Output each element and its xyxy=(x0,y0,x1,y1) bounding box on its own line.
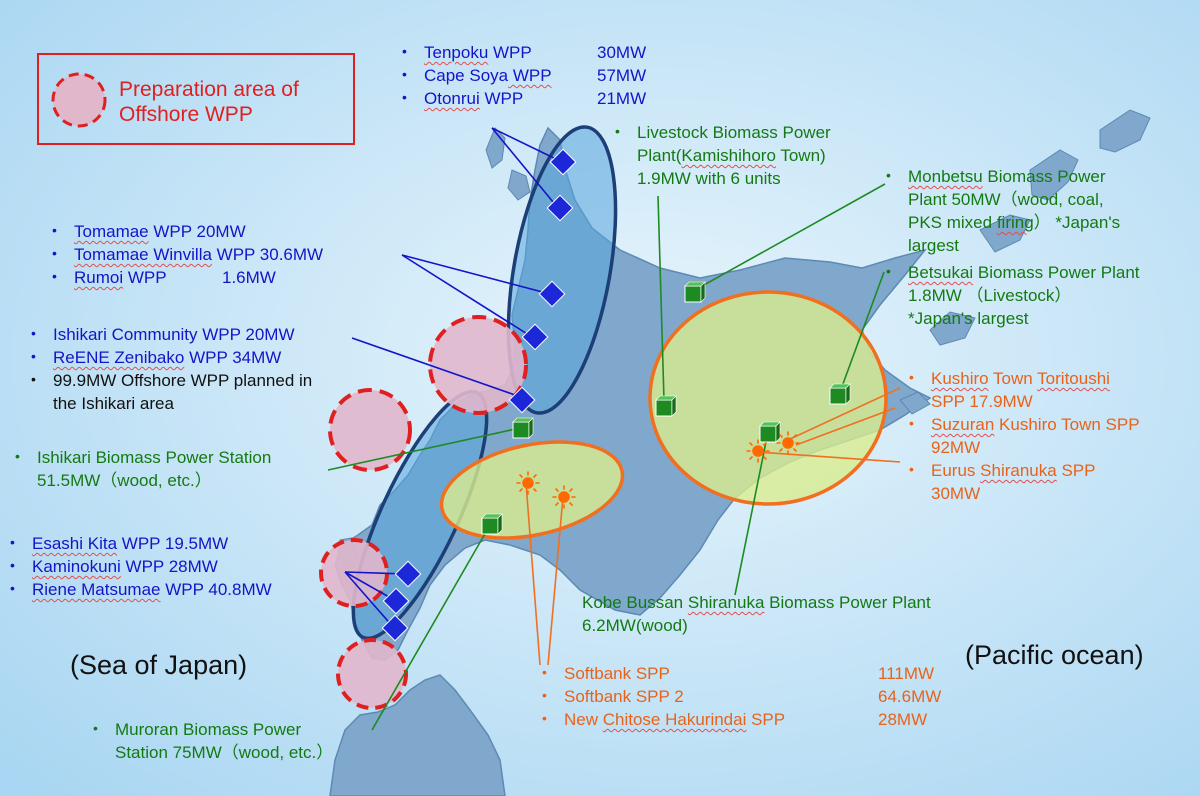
offshore-area-rumoi xyxy=(428,315,528,415)
spp-connectors xyxy=(525,387,901,666)
wpp-connectors xyxy=(344,127,559,629)
biomass-marker-ishikari xyxy=(512,417,534,439)
wpp-marker-tenpoku xyxy=(549,148,577,176)
spp-markers xyxy=(516,431,800,509)
list-item: •Tomamae WPP 20MW xyxy=(52,222,246,241)
wpp-marker-matsumae xyxy=(381,614,409,642)
kuril-island-3 xyxy=(979,214,1031,253)
kuril-island-1 xyxy=(1029,149,1079,201)
kuril-island-5 xyxy=(899,391,931,415)
legend-text: Preparation area of Offshore WPP xyxy=(119,77,349,127)
list-item: •Kaminokuni WPP 28MW xyxy=(10,557,218,576)
wpp-marker-kaminokuni xyxy=(382,587,410,615)
spp-marker-softbank xyxy=(516,471,540,495)
wpp-west-list: •Tomamae WPP 20MW •Tomamae Winvilla WPP … xyxy=(52,220,324,289)
rebun-island xyxy=(507,169,531,201)
biomass-connectors xyxy=(327,183,886,731)
list-item: •Tomamae Winvilla WPP 30.6MW xyxy=(52,245,324,264)
pacific-ocean-label: (Pacific ocean) xyxy=(965,640,1144,670)
spp-kushiro-list: •Kushiro Town Toritoushi SPP 17.9MW •Suz… xyxy=(909,369,1140,503)
honshu-land xyxy=(329,674,506,796)
legend-line-1: Preparation area of xyxy=(119,78,299,101)
biomass-marker-muroran xyxy=(481,513,503,535)
legend-box: Preparation area of Offshore WPP xyxy=(37,53,355,145)
list-item: •Eurus Shiranuka SPP xyxy=(909,461,1096,480)
wpp-ishikari-list: •Ishikari Community WPP 20MW •ReENE Zeni… xyxy=(31,323,313,415)
biomass-marker-betsukai xyxy=(829,383,851,405)
biomass-marker-monbetsu xyxy=(684,281,706,303)
wpp-marker-ishikari xyxy=(508,386,536,414)
biomass-marker-kamishihoro xyxy=(655,395,677,417)
list-item: the Ishikari area xyxy=(53,394,174,413)
monbetsu-biomass-label: •Monbetsu Biomass Power Plant 50MW（wood,… xyxy=(886,167,1121,255)
spp-marker-eurus xyxy=(746,439,770,463)
spp-marker-softbank-2 xyxy=(552,485,576,509)
solar-zone-east xyxy=(648,290,888,506)
list-item: •ReENE Zenibako WPP 34MW xyxy=(31,348,282,367)
legend-offshore-icon xyxy=(51,72,107,128)
list-item: •Ishikari Community WPP 20MW xyxy=(31,325,295,344)
livestock-biomass-label: •Livestock Biomass Power Plant(Kamishiho… xyxy=(615,123,831,188)
kuril-island-2 xyxy=(1099,109,1151,153)
list-item: •Esashi Kita WPP 19.5MW xyxy=(10,534,229,553)
legend-line-2: Offshore WPP xyxy=(119,103,253,126)
spp-marker-kushiro xyxy=(776,431,800,455)
list-item: •99.9MW Offshore WPP planned in xyxy=(31,371,313,390)
offshore-area-matsumae xyxy=(336,638,408,710)
wpp-marker-esashi xyxy=(394,560,422,588)
ishikari-biomass-label: •Ishikari Biomass Power Station 51.5MW（w… xyxy=(15,448,272,490)
kuril-island-4 xyxy=(929,311,976,346)
wpp-south-list: •Esashi Kita WPP 19.5MW •Kaminokuni WPP … xyxy=(10,532,272,601)
muroran-biomass-label: •Muroran Biomass Power Station 75MW（wood… xyxy=(93,720,334,762)
biomass-markers xyxy=(481,281,851,535)
list-item: •Riene Matsumae WPP 40.8MW xyxy=(10,580,272,599)
offshore-area-ishikari xyxy=(328,388,412,472)
wpp-markers xyxy=(381,148,577,642)
biomass-marker-shiranuka xyxy=(759,421,781,443)
kobe-biomass-label: Kobe Bussan Shiranuka Biomass Power Plan… xyxy=(582,593,931,635)
sea-of-japan-label: (Sea of Japan) xyxy=(70,650,248,680)
wpp-marker-tomamae xyxy=(538,280,566,308)
list-item: •Kushiro Town Toritoushi xyxy=(909,369,1110,388)
wpp-marker-rumoi xyxy=(521,323,549,351)
betsukai-biomass-label: •Betsukai Biomass Power Plant 1.8MW （Liv… xyxy=(886,263,1140,328)
wpp-marker-soya xyxy=(546,194,574,222)
list-item: •Suzuran Kushiro Town SPP xyxy=(909,415,1140,434)
